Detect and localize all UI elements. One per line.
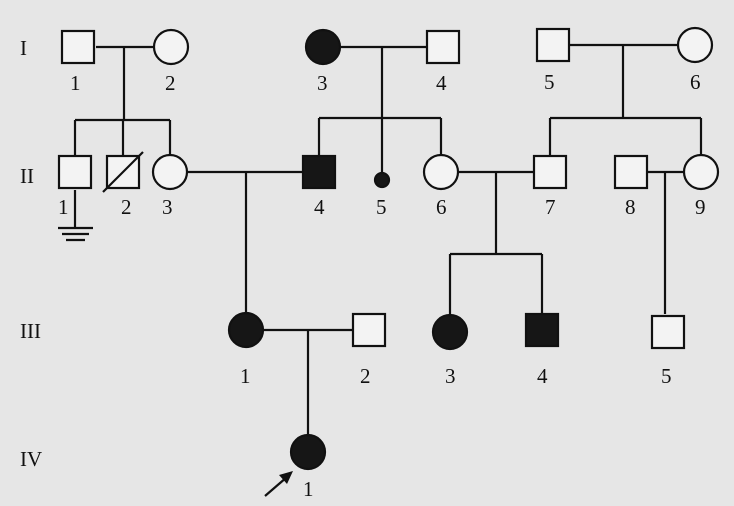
individual-number-i2: 2 — [165, 71, 176, 95]
individual-iv1-female-affected-proband — [289, 433, 327, 471]
individual-i3-female-affected — [304, 28, 342, 66]
individual-number-iii2: 2 — [360, 364, 371, 388]
deceased-slash-ii2 — [102, 151, 144, 193]
individual-ii8-male — [613, 154, 649, 190]
individual-number-iii4: 4 — [537, 364, 548, 388]
pedigree-lines — [58, 43, 703, 436]
individual-i1-male — [60, 29, 96, 65]
proband-arrow-icon — [264, 471, 293, 497]
individual-i5-male — [535, 27, 571, 63]
individual-number-i1: 1 — [70, 71, 81, 95]
individual-ii1-male — [57, 154, 93, 190]
individual-number-ii3: 3 — [162, 195, 173, 219]
individual-number-ii2: 2 — [121, 195, 132, 219]
individual-number-ii9: 9 — [695, 195, 706, 219]
individual-number-i5: 5 — [544, 70, 555, 94]
individual-i4-male — [425, 29, 461, 65]
individual-ii7-male — [532, 154, 568, 190]
individual-number-i6: 6 — [690, 70, 701, 94]
individual-number-i3: 3 — [317, 71, 328, 95]
individual-number-ii4: 4 — [314, 195, 325, 219]
individual-number-iii1: 1 — [240, 364, 251, 388]
individual-i6-female — [676, 26, 714, 64]
individual-iii5-male — [650, 314, 686, 350]
individual-number-iv1: 1 — [303, 477, 314, 501]
individual-ii3-female — [151, 153, 189, 191]
individual-ii5-miscarriage-affected — [373, 171, 391, 189]
individual-ii6-female — [422, 153, 460, 191]
individual-i2-female — [152, 28, 190, 66]
individual-iii1-female-affected — [227, 311, 265, 349]
individual-iii2-male — [351, 312, 387, 348]
individual-number-iii5: 5 — [661, 364, 672, 388]
individual-iii3-female-affected — [431, 313, 469, 351]
generation-label-i: I — [20, 36, 27, 60]
generation-label-ii: II — [20, 164, 34, 188]
individual-ii4-male-affected — [301, 154, 337, 190]
generation-label-iii: III — [20, 319, 41, 343]
individual-iii4-male-affected — [524, 312, 560, 348]
individual-number-ii6: 6 — [436, 195, 447, 219]
individual-number-ii7: 7 — [545, 195, 556, 219]
individual-number-iii3: 3 — [445, 364, 456, 388]
individual-number-ii5: 5 — [376, 195, 387, 219]
individual-ii9-female — [682, 153, 720, 191]
generation-label-iv: IV — [20, 447, 42, 471]
individual-number-i4: 4 — [436, 71, 447, 95]
individual-number-ii8: 8 — [625, 195, 636, 219]
individual-number-ii1: 1 — [58, 195, 69, 219]
